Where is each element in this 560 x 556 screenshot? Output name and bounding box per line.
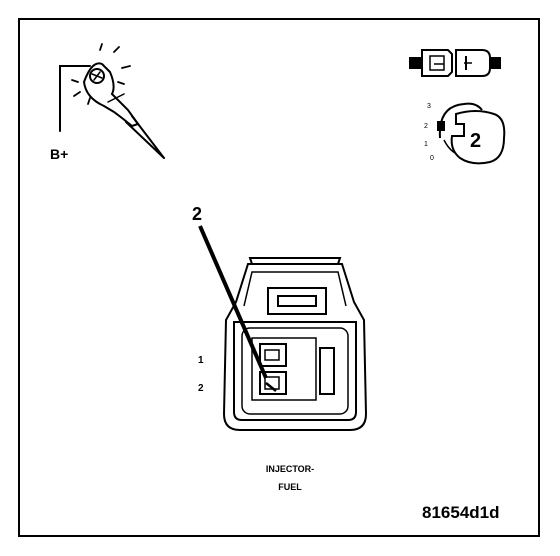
scale-label-2: 2 — [424, 123, 428, 130]
test-lead-wire — [59, 65, 91, 132]
scale-label-0: 0 — [430, 155, 434, 162]
terminal-cavity-2 — [259, 371, 287, 395]
figure-id: 81654d1d — [422, 503, 500, 522]
connector-face — [222, 257, 368, 431]
terminal-cavity-1 — [259, 343, 287, 367]
connector-inner-face — [233, 321, 357, 421]
component-name-line1: INJECTOR- — [266, 464, 314, 474]
test-light-bulb — [89, 68, 105, 84]
connector-key — [319, 347, 335, 395]
scale-label-1: 1 — [424, 141, 428, 148]
cavity-label-2: 2 — [198, 383, 204, 394]
locking-tab-slot — [277, 295, 317, 307]
test-light-body — [82, 62, 140, 128]
terminal-body — [450, 110, 506, 165]
diagram-frame: B+ 3 2 1 0 2 2 — [18, 18, 540, 537]
locking-tab — [267, 287, 327, 315]
terminal-inspection-icon — [437, 102, 506, 165]
component-name-line2: FUEL — [278, 482, 302, 492]
test-light-needle — [125, 115, 165, 159]
scale-label-3: 3 — [427, 103, 431, 110]
callout-label: 2 — [192, 204, 202, 224]
connector-plug-icon — [409, 49, 501, 77]
power-label: B+ — [50, 146, 68, 162]
cavity-label-1: 1 — [198, 355, 204, 366]
light-rays — [71, 43, 131, 105]
callout-leader-line — [198, 225, 268, 379]
connector-shell — [222, 263, 368, 431]
test-light-icon — [59, 43, 165, 159]
connector-diagram: B+ 3 2 1 0 2 2 — [50, 43, 506, 522]
terminal-number-label: 2 — [470, 130, 481, 152]
